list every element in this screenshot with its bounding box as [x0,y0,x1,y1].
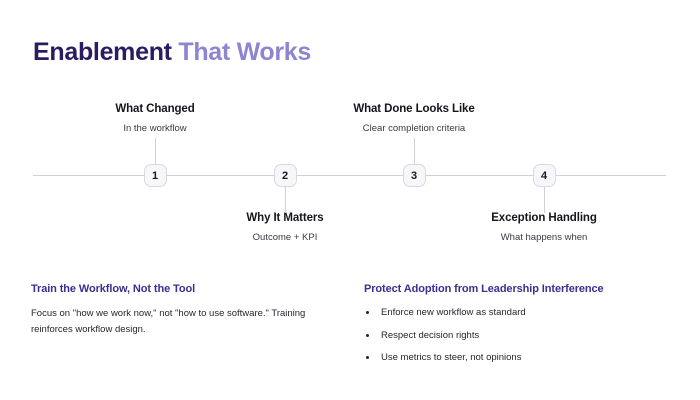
timeline-label-2-title: Why It Matters [246,212,324,224]
list-item: Respect decision rights [364,329,664,344]
timeline-stem-3 [414,138,415,165]
timeline-label-4-subtitle: What happens when [500,232,588,243]
note-left-body: Focus on "how we work now," not "how to … [31,308,306,335]
timeline-label-2: Why It Matters Outcome + KPI [175,212,395,243]
bullet-text: Use metrics to steer, not opinions [381,352,522,364]
list-item: Use metrics to steer, not opinions [364,351,664,366]
bullet-text: Enforce new workflow as standard [381,307,526,318]
note-right-heading: Protect Adoption from Leadership Interfe… [364,283,604,295]
timeline-label-1-subtitle: In the workflow [123,123,187,134]
timeline-label-3-subtitle: Clear completion criteria [362,123,466,134]
page-title-accent: That Works [171,38,312,66]
timeline-node-1[interactable]: 1 [143,164,167,187]
timeline-label-2-subtitle: Outcome + KPI [252,232,318,243]
timeline-node-4-number: 4 [540,169,548,182]
note-left-heading: Train the Workflow, Not the Tool [31,283,196,295]
timeline: 1 What Changed In the workflow 2 Why It … [33,103,666,243]
bullet-dot-icon [366,333,369,337]
timeline-node-3-number: 3 [410,169,418,182]
note-card-right: Protect Adoption from Leadership Interfe… [364,283,664,374]
bullet-dot-icon [366,356,369,360]
timeline-label-4: Exception Handling What happens when [434,212,654,243]
bullet-dot-icon [366,311,369,314]
page-title: Enablement That Works [33,38,312,67]
list-item: Enforce new workflow as standard [364,306,664,321]
page-title-primary: Enablement [33,38,172,66]
timeline-node-4[interactable]: 4 [532,164,556,187]
timeline-node-2-number: 2 [281,169,289,182]
timeline-axis [33,175,666,176]
timeline-stem-4 [544,186,545,213]
timeline-node-1-number: 1 [151,169,159,182]
timeline-label-1-title: What Changed [115,103,195,115]
timeline-stem-1 [155,138,156,165]
timeline-label-4-title: Exception Handling [491,212,597,224]
timeline-label-3: What Done Looks Like Clear completion cr… [304,103,524,134]
timeline-stem-2 [285,186,286,213]
note-card-left: Train the Workflow, Not the Tool Focus o… [31,283,341,337]
timeline-node-2[interactable]: 2 [273,164,297,187]
timeline-label-3-title: What Done Looks Like [353,103,475,115]
bullet-text: Respect decision rights [381,329,480,341]
timeline-label-1: What Changed In the workflow [45,103,265,134]
timeline-node-3[interactable]: 3 [402,164,426,187]
note-right-bullet-list: Enforce new workflow as standard Respect… [364,306,664,366]
